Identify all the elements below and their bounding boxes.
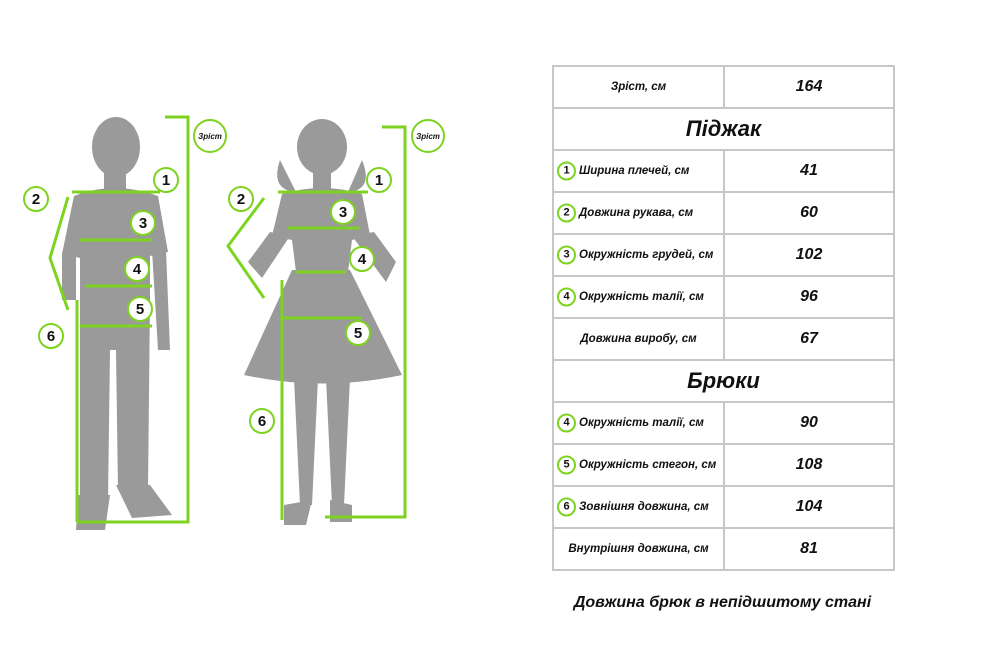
height-row-value: 164 xyxy=(723,65,895,109)
marker-5-boy: 5 xyxy=(127,296,153,322)
row-value: 67 xyxy=(723,317,895,361)
pants-title: Брюки xyxy=(552,359,895,403)
row-value: 108 xyxy=(723,443,895,487)
row-number-badge: 4 xyxy=(557,413,576,433)
marker-2-girl: 2 xyxy=(228,186,254,212)
marker-3-boy: 3 xyxy=(130,210,156,236)
measure-lines xyxy=(48,115,407,524)
marker-6-girl: 6 xyxy=(249,408,275,434)
height-badge-girl: Зріст xyxy=(411,119,445,153)
row-label: Окружність талії, см xyxy=(579,291,704,303)
row-number-badge: 4 xyxy=(557,287,576,307)
row-value: 102 xyxy=(723,233,895,277)
svg-text:2: 2 xyxy=(32,191,40,208)
measurement-diagram: Зріст Зріст 1 2 3 4 5 6 xyxy=(23,115,445,530)
svg-text:2: 2 xyxy=(237,191,245,208)
row-number-badge: 5 xyxy=(557,455,576,475)
row-value: 104 xyxy=(723,485,895,529)
marker-1-boy: 1 xyxy=(153,167,179,193)
height-badge-label: Зріст xyxy=(198,132,222,141)
row-value: 90 xyxy=(723,401,895,445)
row-value: 81 xyxy=(723,527,895,571)
svg-text:3: 3 xyxy=(139,215,147,232)
row-number-badge: 6 xyxy=(557,497,576,517)
svg-text:5: 5 xyxy=(354,325,362,342)
marker-1-girl: 1 xyxy=(366,167,392,193)
svg-text:6: 6 xyxy=(47,328,55,345)
jacket-title: Піджак xyxy=(552,107,895,151)
row-label: Зовнішня довжина, см xyxy=(579,501,709,513)
row-label: Довжина рукава, см xyxy=(579,207,694,219)
row-label: Окружність стегон, см xyxy=(579,459,717,471)
svg-text:1: 1 xyxy=(162,172,170,189)
row-label: Окружність грудей, см xyxy=(579,249,714,261)
row-value: 41 xyxy=(723,149,895,193)
svg-text:4: 4 xyxy=(358,251,367,268)
height-badge-label: Зріст xyxy=(416,132,440,141)
marker-6-boy: 6 xyxy=(38,323,64,349)
pants-section-header: Брюки xyxy=(552,359,895,403)
row-value: 60 xyxy=(723,191,895,235)
jacket-section-header: Піджак xyxy=(552,107,895,151)
marker-3-girl: 3 xyxy=(330,199,356,225)
marker-4-girl: 4 xyxy=(349,246,375,272)
height-badge-boy: Зріст xyxy=(193,119,227,153)
svg-text:6: 6 xyxy=(258,413,266,430)
table-row: Довжина виробу, см 67 xyxy=(552,317,895,361)
marker-2-boy: 2 xyxy=(23,186,49,212)
row-label: Окружність талії, см xyxy=(579,417,704,429)
row-number-badge: 3 xyxy=(557,245,576,265)
footnote-caption: Довжина брюк в непідшитому стані xyxy=(573,594,872,611)
svg-text:3: 3 xyxy=(339,204,347,221)
row-label: Довжина виробу, см xyxy=(580,333,697,345)
row-label: Ширина плечей, см xyxy=(579,165,690,177)
svg-text:4: 4 xyxy=(133,261,142,278)
svg-text:5: 5 xyxy=(136,301,144,318)
height-row: Зріст, см 164 xyxy=(552,65,895,109)
table-row: Внутрішня довжина, см 81 xyxy=(552,527,895,571)
row-number-badge: 1 xyxy=(557,161,576,181)
row-value: 96 xyxy=(723,275,895,319)
marker-5-girl: 5 xyxy=(345,320,371,346)
marker-4-boy: 4 xyxy=(124,256,150,282)
height-row-label: Зріст, см xyxy=(610,81,667,93)
row-number-badge: 2 xyxy=(557,203,576,223)
row-label: Внутрішня довжина, см xyxy=(568,543,709,555)
svg-text:1: 1 xyxy=(375,172,383,189)
